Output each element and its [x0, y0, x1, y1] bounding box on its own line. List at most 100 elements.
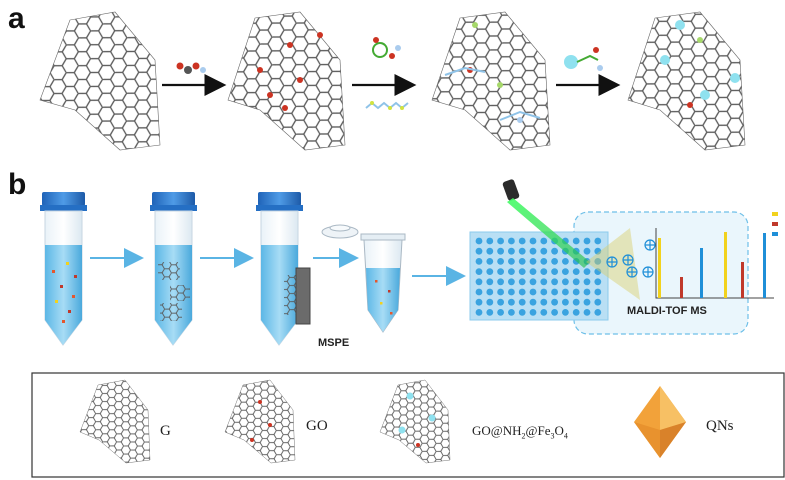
- plate-well: [551, 309, 558, 316]
- plate-well: [594, 288, 602, 296]
- peak-yellow-2: [724, 232, 727, 298]
- legend-go-sheet: [224, 379, 296, 464]
- legend-label-go: GO: [306, 418, 328, 434]
- mspe-label: MSPE: [318, 337, 350, 349]
- plate-well: [540, 309, 548, 316]
- plate-well: [594, 298, 602, 306]
- plate-well: [518, 298, 526, 306]
- plate-well: [497, 247, 504, 255]
- plate-well: [518, 309, 526, 316]
- plate-well: [529, 309, 537, 316]
- plate-well: [540, 258, 548, 265]
- plate-well: [475, 309, 483, 316]
- legend-label-qns: QNs: [706, 418, 734, 434]
- legend-label-g: G: [160, 423, 171, 439]
- ion-symbols: [606, 239, 656, 278]
- plate-well: [594, 278, 602, 286]
- plate-well: [540, 247, 548, 255]
- peak-blue-1: [700, 248, 703, 298]
- peak-red-2: [741, 262, 744, 298]
- plate-well: [562, 298, 569, 306]
- analyte-dots: [52, 262, 77, 323]
- plate-well: [551, 247, 558, 255]
- plate-well: [475, 247, 483, 255]
- plate-well: [572, 268, 580, 275]
- graphene-sheet-1: [39, 11, 161, 151]
- graphene-oxide-sheet: [227, 11, 346, 151]
- peak-blue-2: [763, 233, 766, 298]
- plate-well: [475, 237, 483, 245]
- plate-well: [562, 278, 569, 286]
- plate-well: [583, 268, 591, 275]
- plate-well: [583, 288, 591, 296]
- plate-well: [475, 288, 483, 296]
- plate-well: [572, 237, 580, 245]
- plate-well: [497, 288, 504, 296]
- peak-red-1: [680, 277, 683, 298]
- plate-well: [551, 268, 558, 275]
- plate-well: [562, 309, 569, 316]
- plate-well: [486, 268, 494, 275]
- go-nh2-fe3o4-sheet: [627, 11, 746, 151]
- plate-well: [594, 268, 602, 275]
- plate-well: [518, 258, 526, 265]
- plate-well: [486, 288, 494, 296]
- functionalized-sheet: [431, 11, 551, 151]
- plate-well: [551, 288, 558, 296]
- plate-well: [508, 288, 515, 296]
- plate-well: [475, 268, 483, 275]
- plate-well: [594, 309, 602, 316]
- eppendorf-tube: [321, 224, 406, 333]
- magnet: [295, 267, 311, 325]
- laser: [502, 179, 590, 268]
- plate-well: [518, 237, 526, 245]
- plate-well: [475, 278, 483, 286]
- ion-plume: [586, 228, 640, 300]
- plate-well: [508, 298, 515, 306]
- plate-well: [583, 278, 591, 286]
- plate-well: [475, 298, 483, 306]
- legend-g-sheet: [79, 379, 151, 464]
- panel-label-a: a: [8, 2, 25, 35]
- reagent-molecule-1: [176, 62, 206, 74]
- legend-swatch-blue: [772, 232, 778, 236]
- plate-well: [518, 288, 526, 296]
- plate-well: [508, 268, 515, 275]
- plate-well: [497, 237, 504, 245]
- reagent-molecule-2: [372, 37, 401, 59]
- legend-swatch-red: [772, 222, 778, 226]
- plate-well: [594, 237, 602, 245]
- tube-1: [40, 192, 87, 346]
- plate-well: [518, 278, 526, 286]
- plate-well: [518, 247, 526, 255]
- legend-gonh2fe3o4-sheet: [379, 379, 451, 464]
- plate-well: [562, 258, 569, 265]
- plate-well: [551, 258, 558, 265]
- plate-well: [497, 309, 504, 316]
- plate-well: [540, 278, 548, 286]
- plate-well: [529, 258, 537, 265]
- plate-well: [551, 298, 558, 306]
- plate-well: [475, 258, 483, 265]
- plate-well: [486, 278, 494, 286]
- plate-body: [469, 231, 609, 321]
- plate-well: [562, 268, 569, 275]
- plate-well: [572, 278, 580, 286]
- plate-well: [486, 309, 494, 316]
- legend-qns-octahedron: [634, 386, 686, 458]
- panel-label-b: b: [8, 168, 27, 201]
- plate-well: [583, 298, 591, 306]
- plate-well: [583, 309, 591, 316]
- plate-well: [529, 237, 537, 245]
- plate-well: [508, 258, 515, 265]
- plate-well: [583, 237, 591, 245]
- plate-well: [497, 278, 504, 286]
- plate-well: [529, 288, 537, 296]
- plate-well: [583, 247, 591, 255]
- panel-a: [39, 11, 746, 151]
- plate-well: [529, 268, 537, 275]
- plate-well: [540, 268, 548, 275]
- fe3o4-reagent: [564, 47, 603, 71]
- plate-well: [508, 247, 515, 255]
